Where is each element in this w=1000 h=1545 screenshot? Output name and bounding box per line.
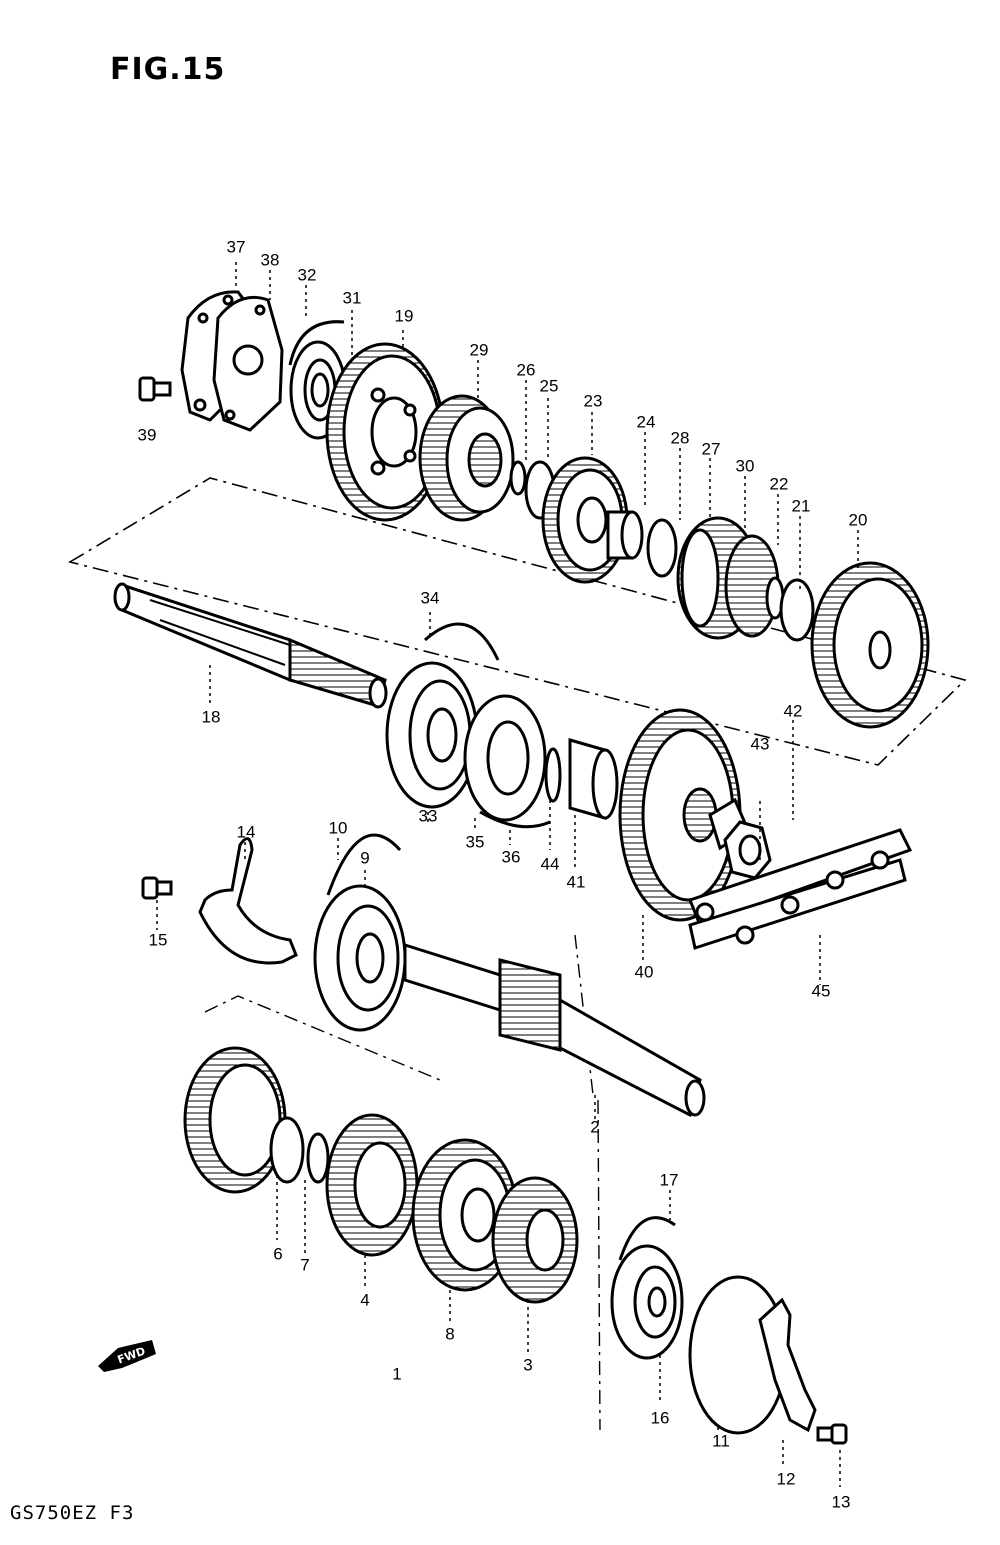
part-1-gear <box>183 1046 287 1194</box>
leader-lines <box>156 262 859 1487</box>
callout-27: 27 <box>701 439 721 459</box>
callout-19: 19 <box>394 306 414 326</box>
part-2-driveshaft <box>403 942 706 1118</box>
part-42-nut <box>723 820 772 880</box>
callout-10: 10 <box>328 818 348 838</box>
callout-43: 43 <box>750 734 770 754</box>
part-26-circlip <box>509 460 527 496</box>
callout-17: 17 <box>659 1170 679 1190</box>
part-19-gear <box>325 342 445 522</box>
part-24-bushing <box>606 510 644 560</box>
callout-33: 33 <box>418 806 438 826</box>
callout-35: 35 <box>465 832 485 852</box>
part-38-gasket <box>212 295 284 432</box>
callout-3: 3 <box>523 1355 533 1375</box>
callout-7: 7 <box>300 1255 310 1275</box>
callout-13: 13 <box>831 1492 851 1512</box>
callout-8: 8 <box>445 1324 455 1344</box>
part-14-retainer <box>198 837 298 965</box>
part-40-sprocket <box>618 708 742 922</box>
part-12-plate <box>758 1297 817 1433</box>
part-44-o-ring <box>544 747 562 803</box>
callout-25: 25 <box>539 376 559 396</box>
callout-28: 28 <box>670 428 690 448</box>
callout-24: 24 <box>636 412 656 432</box>
callout-42: 42 <box>783 701 803 721</box>
part-7-circlip <box>306 1132 330 1184</box>
callout-2: 2 <box>590 1117 600 1137</box>
callout-21: 21 <box>791 496 811 516</box>
callout-44: 44 <box>540 854 560 874</box>
callout-39: 39 <box>137 425 157 445</box>
callout-23: 23 <box>583 391 603 411</box>
callout-16: 16 <box>650 1408 670 1428</box>
part-15-screw <box>141 876 173 900</box>
part-23-gear <box>541 456 629 584</box>
callout-34: 34 <box>420 588 440 608</box>
part-16-bearing <box>610 1244 684 1360</box>
part-18-countershaft <box>113 582 388 709</box>
part-21-washer <box>779 578 815 642</box>
part-45-drive-chain <box>688 828 913 950</box>
callout-40: 40 <box>634 962 654 982</box>
callout-14: 14 <box>236 822 256 842</box>
part-28-washer <box>646 518 678 578</box>
callout-11: 11 <box>712 1431 730 1451</box>
callout-38: 38 <box>260 250 280 270</box>
callout-4: 4 <box>360 1290 370 1310</box>
part-41-spacer <box>568 738 619 820</box>
fwd-arrow-icon <box>98 1340 156 1372</box>
part-29-gear <box>418 394 515 522</box>
part-3-gear <box>491 1176 579 1304</box>
callout-15: 15 <box>148 930 168 950</box>
part-36-circlip <box>479 810 551 829</box>
part-39-screw <box>138 376 172 402</box>
assembly-boundary <box>67 477 967 766</box>
callout-1: 1 <box>392 1364 402 1384</box>
callout-45: 45 <box>811 981 831 1001</box>
callout-9: 9 <box>360 848 370 868</box>
part-4-gear <box>325 1113 419 1257</box>
model-code: GS750EZ F3 <box>10 1502 135 1524</box>
callout-32: 32 <box>297 265 317 285</box>
callout-6: 6 <box>273 1244 283 1264</box>
part-6-washer <box>269 1116 305 1184</box>
part-33-bearing <box>385 661 479 809</box>
callout-37: 37 <box>226 237 246 257</box>
callout-22: 22 <box>769 474 789 494</box>
callout-12: 12 <box>776 1469 796 1489</box>
callout-29: 29 <box>469 340 489 360</box>
part-32-circlip <box>288 320 345 366</box>
callout-41: 41 <box>566 872 586 892</box>
part-17-circlip <box>618 1216 676 1261</box>
callout-20: 20 <box>848 510 868 530</box>
part-10-circlip <box>326 833 402 896</box>
part-20-gear <box>810 561 930 729</box>
part-35-oil-seal <box>463 694 547 822</box>
part-9-bearing <box>313 884 407 1032</box>
callout-31: 31 <box>342 288 362 308</box>
callout-36: 36 <box>501 847 521 867</box>
part-13-screw <box>816 1423 848 1445</box>
figure-title: FIG.15 <box>110 52 226 87</box>
callout-26: 26 <box>516 360 536 380</box>
part-34-circlip <box>424 622 500 661</box>
callout-30: 30 <box>735 456 755 476</box>
callout-18: 18 <box>201 707 221 727</box>
